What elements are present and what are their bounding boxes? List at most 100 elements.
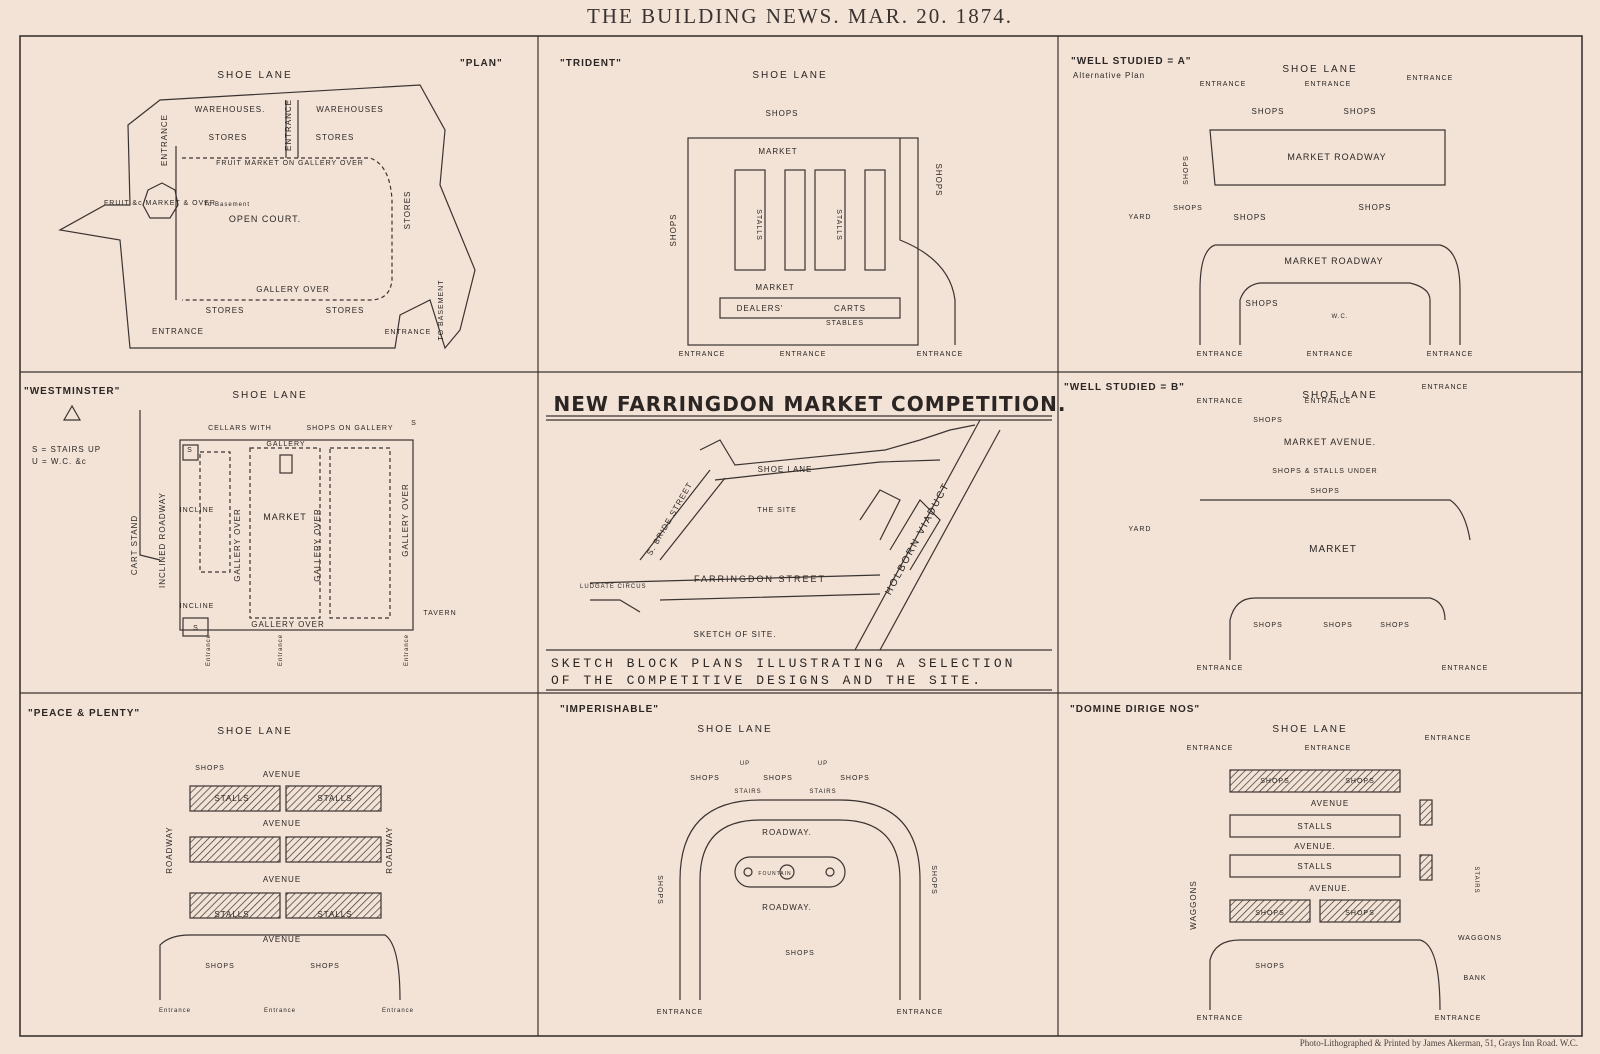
stalls-block xyxy=(1229,854,1401,878)
main-title: NEW FARRINGDON MARKET COMPETITION. xyxy=(553,392,1067,416)
curved-roadway xyxy=(899,138,956,345)
plan-label: UP xyxy=(818,761,828,767)
octagon-fruit-market xyxy=(142,182,179,219)
plan-label: ENTRANCE xyxy=(1435,1015,1482,1022)
gallery-dashed xyxy=(199,451,231,573)
plan-label: ENTRANCE xyxy=(679,351,726,358)
plan-label: ENTRANCE xyxy=(1442,665,1489,672)
plan-label: SHOPS xyxy=(930,865,937,895)
stalls-block xyxy=(285,836,382,863)
plan-title: "WELL STUDIED = A" xyxy=(1071,56,1192,67)
plan-label: STALLS xyxy=(835,209,842,241)
street-shoe-lane: SHOE LANE xyxy=(697,724,772,735)
site-street xyxy=(589,574,881,613)
plan-label: AVENUE xyxy=(1311,799,1349,808)
plan-label: STORES xyxy=(209,133,248,142)
plan-label: MARKET xyxy=(263,512,307,522)
plan-label: YARD xyxy=(1129,214,1152,221)
plan-label: SHOPS ON GALLERY xyxy=(306,425,393,432)
plan-label: UP xyxy=(740,761,750,767)
dealers-carts-block xyxy=(719,297,901,319)
plan-label: SHOPS xyxy=(1173,205,1203,212)
stall-block xyxy=(814,169,846,271)
plan-label: SHOPS xyxy=(765,109,798,118)
holborn-viaduct xyxy=(854,419,981,651)
plan-label: SHOE LANE xyxy=(758,465,813,474)
shops-block xyxy=(1229,899,1311,923)
plan-label: ENTRANCE xyxy=(1187,745,1234,752)
plan-title: "IMPERISHABLE" xyxy=(560,704,659,715)
market-hall-outline xyxy=(687,137,919,346)
subtitle-line-1: SKETCH BLOCK PLANS ILLUSTRATING A SELECT… xyxy=(551,656,1016,671)
plan-label: ENTRANCE xyxy=(897,1009,944,1016)
publication-header: THE BUILDING NEWS. MAR. 20. 1874. xyxy=(587,4,1013,28)
plan-label: MARKET AVENUE. xyxy=(1284,437,1376,447)
plan-label: SHOPS xyxy=(1380,622,1410,629)
plan-label: ENTRANCE xyxy=(657,1009,704,1016)
plan-label: FRUIT &c MARKET & OVER xyxy=(104,200,216,207)
plan-label: ENTRANCE xyxy=(1407,75,1454,82)
plan-label: ENTRANCE xyxy=(152,327,204,336)
plan-label: TAVERN xyxy=(423,610,456,617)
plan-label: SHOPS xyxy=(669,213,678,246)
printer-credit: Photo-Lithographed & Printed by James Ak… xyxy=(1299,1038,1578,1048)
plan-label: ENTRANCE xyxy=(780,351,827,358)
plan-label: STALLS xyxy=(1297,822,1332,831)
plan-label: SHOPS xyxy=(1233,213,1266,222)
plan-label: ENTRANCE xyxy=(1305,81,1352,88)
plan-title: "PEACE & PLENTY" xyxy=(28,708,140,719)
roadway-a xyxy=(1209,129,1446,186)
plan-label: SHOPS xyxy=(840,775,870,782)
plan-label: ROADWAY. xyxy=(762,828,812,837)
plan-label: SHOPS xyxy=(934,163,943,196)
plan-label: CARTS xyxy=(834,304,866,313)
plan-label: MARKET xyxy=(758,147,797,156)
plan-title: "TRIDENT" xyxy=(560,58,622,69)
plan-label: INCLINED ROADWAY xyxy=(158,492,167,588)
plan-label: OPEN COURT. xyxy=(229,214,301,224)
plan-label: ENTRANCE xyxy=(284,99,293,151)
plan-label: STALLS xyxy=(755,209,762,241)
fountain-island xyxy=(734,856,846,888)
stalls-block xyxy=(1229,814,1401,838)
plan-label: SHOPS xyxy=(1253,417,1283,424)
plan-label: WAGGONS xyxy=(1458,935,1502,942)
plan-label: BANK xyxy=(1463,975,1486,982)
plan-label: STALLS xyxy=(1297,862,1332,871)
shops-block xyxy=(1229,769,1401,793)
plan-label: SHOPS xyxy=(1345,778,1375,785)
plan-label: SHOPS xyxy=(1255,963,1285,970)
plan-label: SHOPS xyxy=(785,950,815,957)
site-street xyxy=(699,424,976,481)
plan-label: THE SITE xyxy=(757,507,797,514)
holborn-viaduct xyxy=(879,429,1001,651)
plan-label: CELLARS WITH xyxy=(208,425,272,432)
plan-label: FOUNTAIN xyxy=(758,871,791,877)
plan-label: SHOPS & STALLS UNDER xyxy=(1272,468,1377,475)
plan-label: SHOPS xyxy=(1253,622,1283,629)
street-shoe-lane: SHOE LANE xyxy=(217,70,292,81)
plan-label: GALLERY OVER xyxy=(256,285,330,294)
plan-label: ENTRANCE xyxy=(1307,351,1354,358)
plan-label: STORES xyxy=(316,133,355,142)
plan-label: S. BRIDE STREET xyxy=(645,481,694,557)
plan-label: STORES xyxy=(206,306,245,315)
plan-label: SHOPS xyxy=(1251,107,1284,116)
gallery-dashed xyxy=(329,447,391,619)
plan-label: SHOPS xyxy=(310,963,340,970)
fountain xyxy=(779,864,795,880)
plan-label: SHOPS xyxy=(1183,155,1190,185)
plan-label: SHOPS xyxy=(656,875,663,905)
plan-label: ENTRANCE xyxy=(1425,735,1472,742)
stalls-block xyxy=(285,785,382,812)
plan-label: ENTRANCE xyxy=(1197,351,1244,358)
plan-label: ENTRANCE xyxy=(1427,351,1474,358)
plan-label: W.C. xyxy=(1332,314,1349,320)
stall-block xyxy=(734,169,766,271)
plan-label: STORES xyxy=(403,191,412,230)
plan-label: Entrance xyxy=(159,1008,191,1014)
plan-label: STAIRS xyxy=(734,789,761,795)
plan-label: ENTRANCE xyxy=(1197,398,1244,405)
